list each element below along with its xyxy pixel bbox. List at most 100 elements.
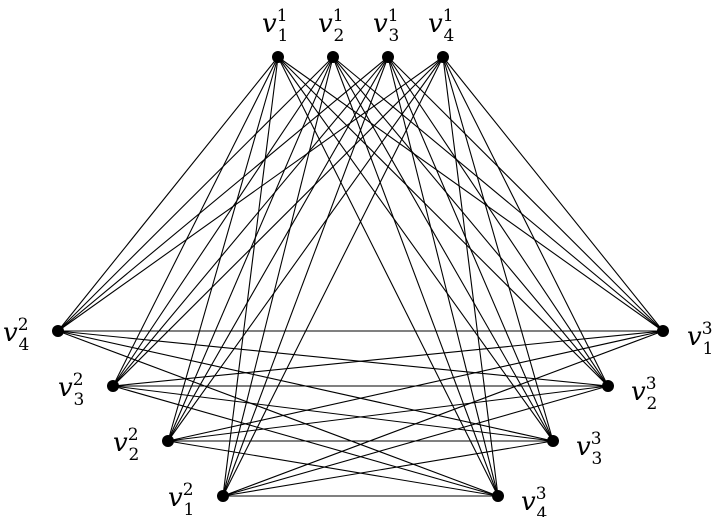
vertex-label-subscript: 3 [592,449,603,469]
vertex-label-superscript: 1 [388,6,399,26]
edge-a2-b4 [57,56,334,332]
edge-a3-c1 [387,56,664,332]
vertex-label-base: v [373,9,388,39]
edge-a1-c2 [277,56,609,387]
edge-b3-c4 [112,385,499,497]
vertex-label-superscript: 3 [702,319,713,339]
edge-a1-c3 [277,56,554,442]
edge-a1-b3 [112,56,279,387]
edge-a2-c1 [332,56,664,332]
vertex-label-superscript: 3 [591,429,602,449]
edge-b4-c3 [57,330,554,442]
vertex-a1 [272,51,284,63]
edge-a4-b4 [57,56,444,332]
vertex-label-base: v [3,318,18,348]
edge-a1-b1 [222,56,279,497]
vertex-label-subscript: 3 [389,26,400,46]
vertex-label-subscript: 2 [129,445,140,465]
edge-b4-c2 [57,330,609,387]
vertex-b1 [217,490,229,502]
edge-a2-c2 [332,56,609,387]
vertex-label-subscript: 1 [703,339,714,359]
vertex-label-superscript: 3 [536,484,547,504]
vertex-b3 [107,380,119,392]
vertex-label-base: v [318,9,333,39]
edge-b1-c1 [222,330,664,497]
vertex-c1 [657,325,669,337]
vertex-label-base: v [687,322,702,352]
edge-b2-c2 [167,385,609,442]
edge-a3-c4 [387,56,499,497]
edge-a1-b2 [167,56,279,442]
edge-a4-b2 [167,56,444,442]
vertex-c3 [547,435,559,447]
vertex-label-superscript: 2 [73,370,84,390]
vertex-label-base: v [262,9,277,39]
vertex-label-subscript: 1 [184,500,195,517]
edge-b3-c3 [112,385,554,442]
vertex-label-subscript: 2 [647,394,658,414]
edge-a4-b3 [112,56,444,387]
edge-b1-c3 [222,440,554,497]
vertex-label-subscript: 4 [444,26,455,46]
edge-a1-c1 [277,56,664,332]
vertex-label-superscript: 2 [18,315,29,335]
edge-a3-b1 [222,56,389,497]
vertex-label-base: v [521,487,536,517]
vertex-a3 [382,51,394,63]
vertex-label-base: v [113,428,128,458]
vertex-label-base: v [58,373,73,403]
vertex-label-subscript: 1 [278,26,289,46]
vertex-label-superscript: 3 [646,374,657,394]
edge-a1-c4 [277,56,499,497]
vertex-label-superscript: 1 [443,6,454,26]
edge-a2-c4 [332,56,499,497]
edge-b2-c4 [167,440,499,497]
vertex-label-subscript: 4 [19,335,30,355]
edge-b3-c1 [112,330,664,387]
vertex-label-superscript: 2 [128,425,139,445]
vertex-a4 [437,51,449,63]
vertex-layer [52,51,669,502]
edge-layer [57,56,664,497]
vertex-label-subscript: 4 [537,504,548,517]
vertex-label-subscript: 2 [334,26,345,46]
vertex-c2 [602,380,614,392]
vertex-a2 [327,51,339,63]
edge-a2-b1 [222,56,334,497]
edge-a4-c1 [442,56,664,332]
vertex-label-superscript: 1 [333,6,344,26]
vertex-b2 [162,435,174,447]
vertex-label-superscript: 2 [183,480,194,500]
vertex-label-base: v [428,9,443,39]
edge-a1-b4 [57,56,279,332]
vertex-c4 [492,490,504,502]
vertex-label-superscript: 1 [277,6,288,26]
vertex-label-base: v [631,377,646,407]
edge-a3-c3 [387,56,554,442]
vertex-label-base: v [168,483,183,513]
vertex-label-base: v [576,432,591,462]
vertex-b4 [52,325,64,337]
edge-a4-c2 [442,56,609,387]
edge-a3-b4 [57,56,389,332]
vertex-label-subscript: 3 [74,390,85,410]
edge-a2-c3 [332,56,554,442]
edge-a4-c4 [442,56,499,497]
edge-a4-c3 [442,56,554,442]
edge-b4-c4 [57,330,499,497]
